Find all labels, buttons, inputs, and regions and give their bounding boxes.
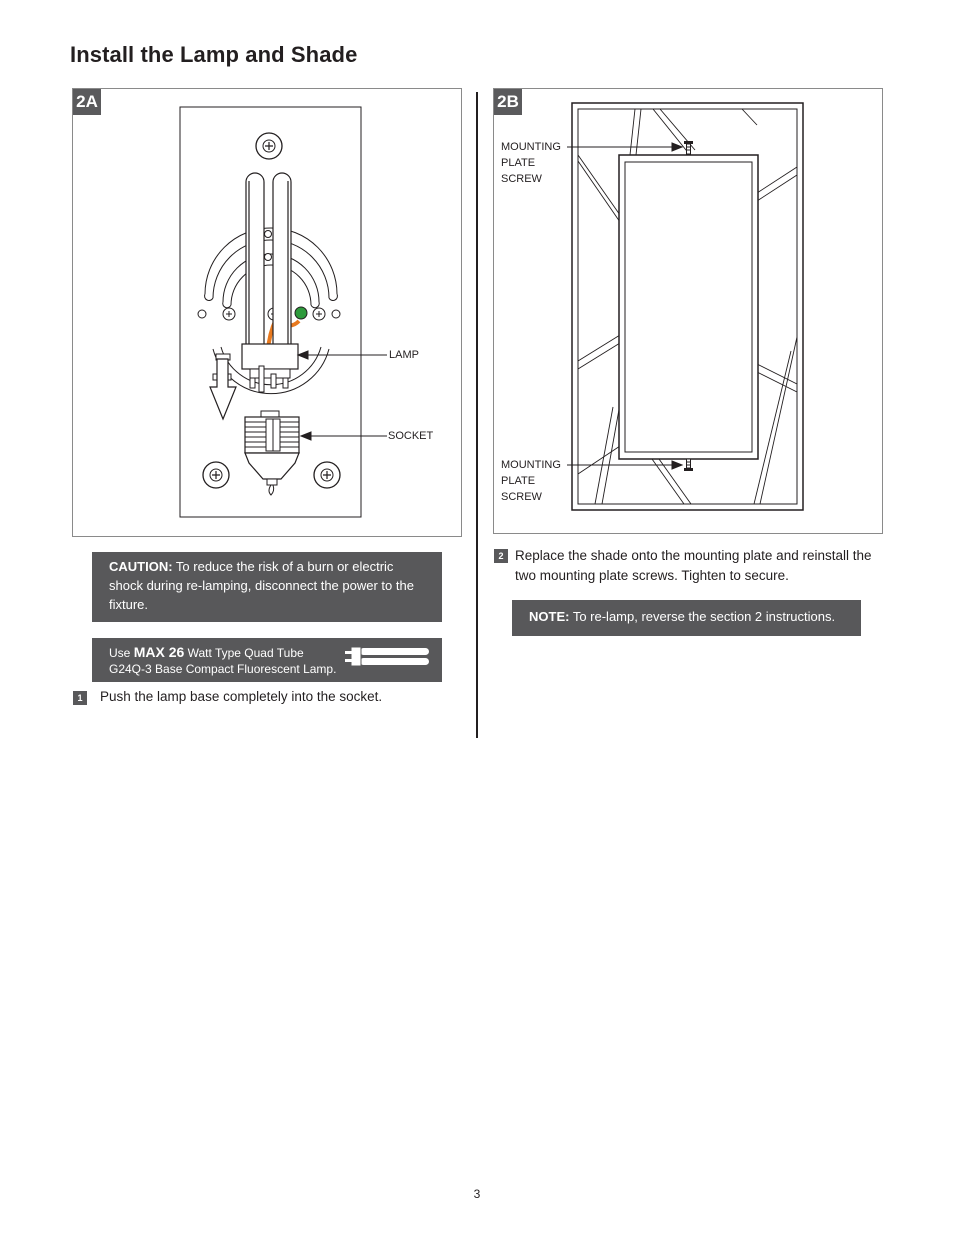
lamp-spec-line-2: G24Q-3 Base Compact Fluorescent Lamp. xyxy=(109,662,337,676)
shade-mounting-illustration xyxy=(567,102,804,511)
step-2-text: Replace the shade onto the mounting plat… xyxy=(515,548,872,583)
caution-text: To reduce the risk of a burn or electric… xyxy=(109,559,414,612)
bottom-screw-callout: MOUNTING PLATE SCREW xyxy=(501,459,561,503)
down-arrow-icon xyxy=(209,358,237,421)
panel-tag-2b: 2B xyxy=(494,89,522,115)
diagram-panel-2a: 2A xyxy=(72,88,462,537)
note-text: To re-lamp, reverse the section 2 instru… xyxy=(569,609,836,624)
step-number-2: 2 xyxy=(494,549,508,563)
panel-tag-2a: 2A xyxy=(73,89,101,115)
note-box: NOTE: To re-lamp, reverse the section 2 … xyxy=(512,600,861,636)
socket-callout: SOCKET xyxy=(388,430,434,442)
column-divider xyxy=(476,92,478,738)
screw-icon xyxy=(684,458,693,471)
caution-label: CAUTION: xyxy=(109,559,173,574)
caution-box: CAUTION: To reduce the risk of a burn or… xyxy=(92,552,442,622)
step-number-1: 1 xyxy=(73,691,87,705)
screw-icon xyxy=(684,141,693,155)
lamp-callout: LAMP xyxy=(389,349,419,361)
screw-icon xyxy=(222,307,326,321)
top-screw-callout: MOUNTING PLATE SCREW xyxy=(501,141,561,185)
step-1-text: Push the lamp base completely into the s… xyxy=(100,689,383,704)
screw-icon xyxy=(255,132,283,160)
diagram-panel-2b: 2B xyxy=(493,88,883,534)
quad-tube-lamp-icon xyxy=(345,646,429,667)
screw-icon xyxy=(313,461,341,489)
screw-icon xyxy=(202,461,230,489)
lamp-socket-illustration xyxy=(179,106,387,518)
lamp-spec-line-1: Use MAX 26 Watt Type Quad Tube xyxy=(109,644,304,660)
max-wattage: MAX 26 xyxy=(133,644,185,660)
page-number: 3 xyxy=(473,1187,481,1201)
page-title: Install the Lamp and Shade xyxy=(70,42,358,67)
lamp-spec-box: Use MAX 26 Watt Type Quad Tube G24Q-3 Ba… xyxy=(92,638,442,682)
note-label: NOTE: xyxy=(529,609,570,624)
